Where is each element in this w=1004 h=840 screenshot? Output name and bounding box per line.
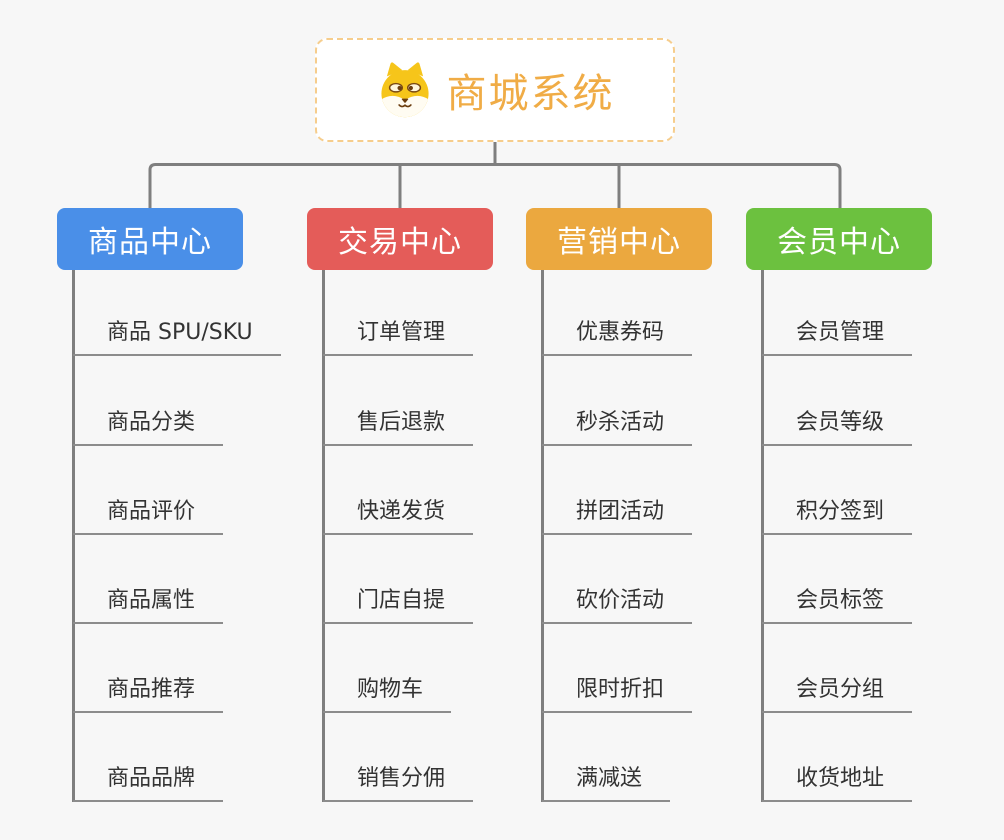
branch-member-center: 会员中心 会员管理 会员等级 积分签到 会员标签 会员分组 收货地址 bbox=[746, 0, 1004, 840]
child-topic[interactable]: 商品评价 bbox=[73, 495, 224, 535]
branch-trade-center: 交易中心 订单管理 售后退款 快递发货 门店自提 购物车 销售分佣 bbox=[307, 0, 567, 840]
child-topic[interactable]: 订单管理 bbox=[323, 316, 474, 356]
branch-box-product[interactable]: 商品中心 bbox=[57, 208, 243, 270]
child-topic[interactable]: 积分签到 bbox=[762, 495, 913, 535]
dog-face-icon bbox=[376, 61, 434, 119]
child-topic[interactable]: 商品品牌 bbox=[73, 762, 224, 802]
branch-product-center: 商品中心 商品 SPU/SKU 商品分类 商品评价 商品属性 商品推荐 商品品牌 bbox=[57, 0, 317, 840]
child-topic[interactable]: 快递发货 bbox=[323, 495, 474, 535]
child-topic[interactable]: 秒杀活动 bbox=[542, 406, 693, 446]
child-topic[interactable]: 商品推荐 bbox=[73, 673, 224, 713]
child-topic[interactable]: 满减送 bbox=[542, 762, 671, 802]
child-topic[interactable]: 商品分类 bbox=[73, 406, 224, 446]
child-topic[interactable]: 会员标签 bbox=[762, 584, 913, 624]
child-topic[interactable]: 商品属性 bbox=[73, 584, 224, 624]
child-topic[interactable]: 会员分组 bbox=[762, 673, 913, 713]
branch-marketing-center: 营销中心 优惠券码 秒杀活动 拼团活动 砍价活动 限时折扣 满减送 bbox=[526, 0, 786, 840]
child-topic[interactable]: 门店自提 bbox=[323, 584, 474, 624]
child-topic[interactable]: 限时折扣 bbox=[542, 673, 693, 713]
root-topic[interactable]: 商城系统 bbox=[315, 38, 675, 142]
branch-trunk-line bbox=[541, 270, 544, 802]
child-topic[interactable]: 销售分佣 bbox=[323, 762, 474, 802]
branch-trunk-line bbox=[72, 270, 75, 802]
branch-trunk-line bbox=[761, 270, 764, 802]
child-topic[interactable]: 收货地址 bbox=[762, 762, 913, 802]
child-topic[interactable]: 砍价活动 bbox=[542, 584, 693, 624]
branch-box-trade[interactable]: 交易中心 bbox=[307, 208, 493, 270]
child-topic[interactable]: 售后退款 bbox=[323, 406, 474, 446]
branch-box-member[interactable]: 会员中心 bbox=[746, 208, 932, 270]
child-topic[interactable]: 商品 SPU/SKU bbox=[73, 316, 281, 356]
child-topic[interactable]: 优惠券码 bbox=[542, 316, 693, 356]
child-topic[interactable]: 会员等级 bbox=[762, 406, 913, 446]
child-topic[interactable]: 会员管理 bbox=[762, 316, 913, 356]
branch-trunk-line bbox=[322, 270, 325, 802]
child-topic[interactable]: 购物车 bbox=[323, 673, 452, 713]
child-topic[interactable]: 拼团活动 bbox=[542, 495, 693, 535]
branch-box-marketing[interactable]: 营销中心 bbox=[526, 208, 712, 270]
root-title: 商城系统 bbox=[446, 71, 615, 117]
